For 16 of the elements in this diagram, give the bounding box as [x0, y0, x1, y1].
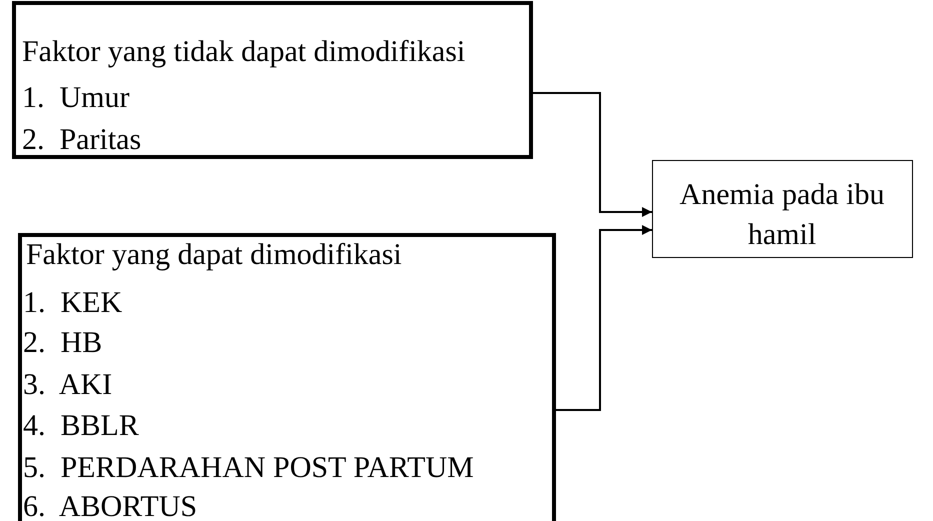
box-text: Anemia pada ibu hamil [678, 177, 886, 253]
list-item: 2. HB [23, 326, 102, 360]
box-heading: Faktor yang tidak dapat dimodifikasi [22, 35, 466, 69]
list-item: 1. Umur [22, 81, 130, 115]
list-item: 1. KEK [23, 286, 122, 320]
list-item: 4. BBLR [23, 409, 139, 443]
arrow [556, 225, 652, 411]
list-item: 2. Paritas [22, 123, 142, 157]
list-item: 3. AKI [23, 368, 112, 402]
list-item: 6. ABORTUS [23, 490, 198, 521]
box-heading: Faktor yang dapat dimodifikasi [26, 238, 402, 272]
arrow [533, 92, 652, 217]
outcome-box [652, 160, 913, 258]
factor-box [12, 1, 533, 159]
list-item: 5. PERDARAHAN POST PARTUM [23, 451, 474, 485]
factor-box [18, 233, 556, 521]
